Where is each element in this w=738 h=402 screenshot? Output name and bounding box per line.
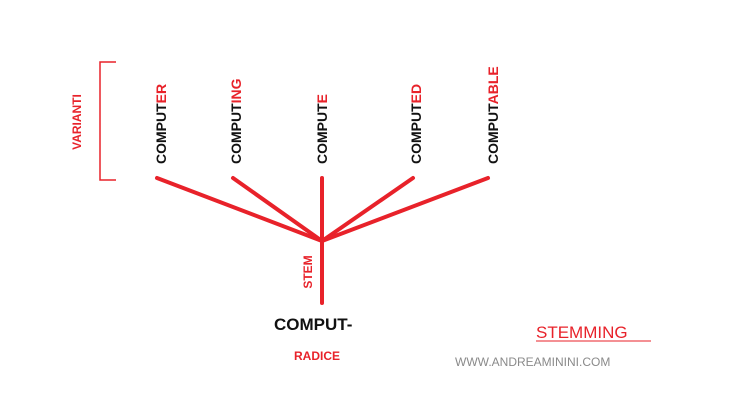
variant-suffix: E [314,94,330,103]
variant-stem: COMPUT [228,103,244,164]
stem-label: STEM [301,255,315,288]
variant-suffix: ING [228,78,244,103]
branch-computable [320,176,490,243]
variant-computer: COMPUTER [153,84,169,164]
variant-stem: COMPUT [408,103,424,164]
branch-computing [231,176,324,243]
branch-computer [155,176,324,243]
variant-suffix: ER [153,84,169,103]
variants-bracket [99,61,116,181]
root-label: RADICE [294,349,340,363]
branch-lines [155,176,490,305]
variant-computable: COMPUTABLE [485,66,501,164]
variant-computing: COMPUTING [228,78,244,164]
website-credit: WWW.ANDREAMININI.COM [455,355,610,369]
variant-stem: COMPUT [485,103,501,164]
branch-computed [320,176,415,243]
title: STEMMING [536,323,628,342]
variant-stem: COMPUT [153,103,169,164]
variant-suffix: ABLE [485,66,501,104]
variant-computed: COMPUTED [408,84,424,164]
variant-suffix: ED [408,84,424,103]
variant-compute: COMPUTE [314,94,330,164]
variant-stem: COMPUT [314,103,330,164]
variants-label: VARIANTI [70,94,84,150]
root-word: COMPUT- [274,315,352,334]
